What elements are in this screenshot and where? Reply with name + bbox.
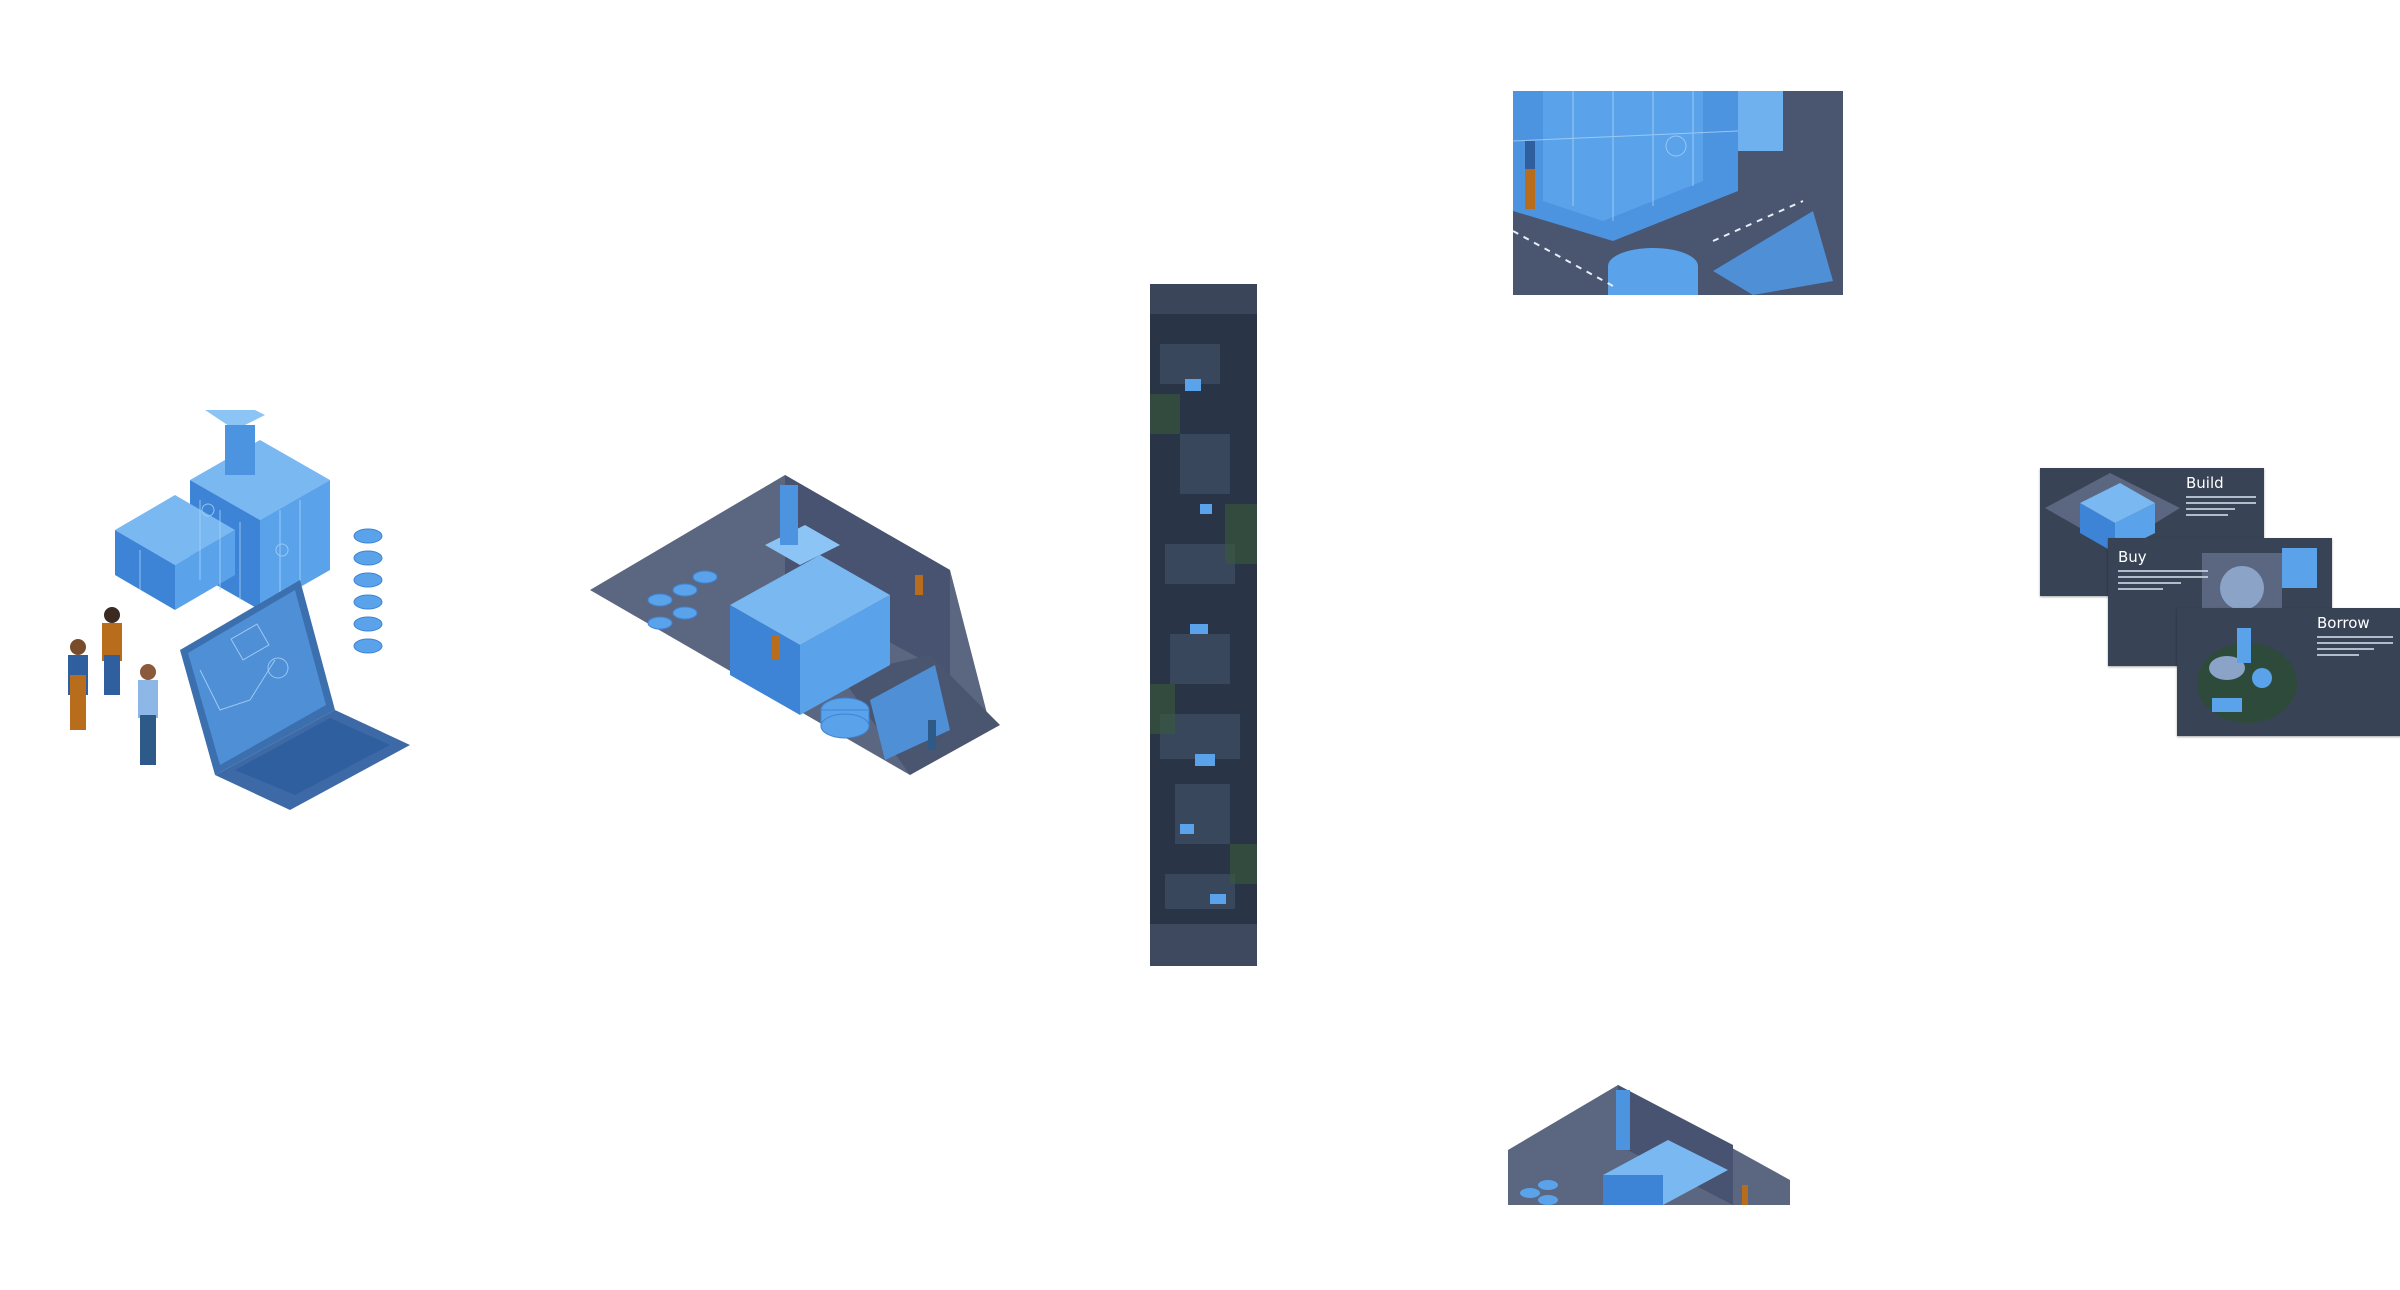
laptop <box>180 580 410 810</box>
slide-borrow[interactable]: Borrow <box>2177 608 2400 736</box>
tall-map-graphic <box>1150 284 1257 966</box>
slide-build-body-lines <box>2186 496 2256 520</box>
top-crop-illustration[interactable] <box>1513 91 1843 295</box>
bottom-crop-graphic <box>1508 1085 1790 1205</box>
slide-borrow-title: Borrow <box>2317 614 2370 632</box>
slide-build-title: Build <box>2186 474 2224 492</box>
slide-borrow-body-lines <box>2317 636 2393 660</box>
blue-blocks <box>730 485 890 715</box>
disc-stack <box>353 528 383 654</box>
iso-structure <box>115 410 330 610</box>
slide-buy-title: Buy <box>2118 548 2147 566</box>
bottom-crop-illustration[interactable] <box>1508 1085 1790 1205</box>
workers <box>772 575 936 750</box>
worker-figures <box>68 607 158 765</box>
tall-map-illustration[interactable] <box>1150 284 1257 966</box>
iso-factory-illustration[interactable] <box>590 475 1000 780</box>
slide-buy-body-lines <box>2118 570 2208 594</box>
disc-tables <box>647 570 870 739</box>
team-laptop-illustration[interactable] <box>50 410 420 820</box>
slide-borrow-art <box>2197 628 2297 723</box>
top-crop-graphic <box>1513 91 1843 295</box>
team-laptop-graphic <box>68 410 410 810</box>
iso-factory-graphic <box>590 475 1000 775</box>
